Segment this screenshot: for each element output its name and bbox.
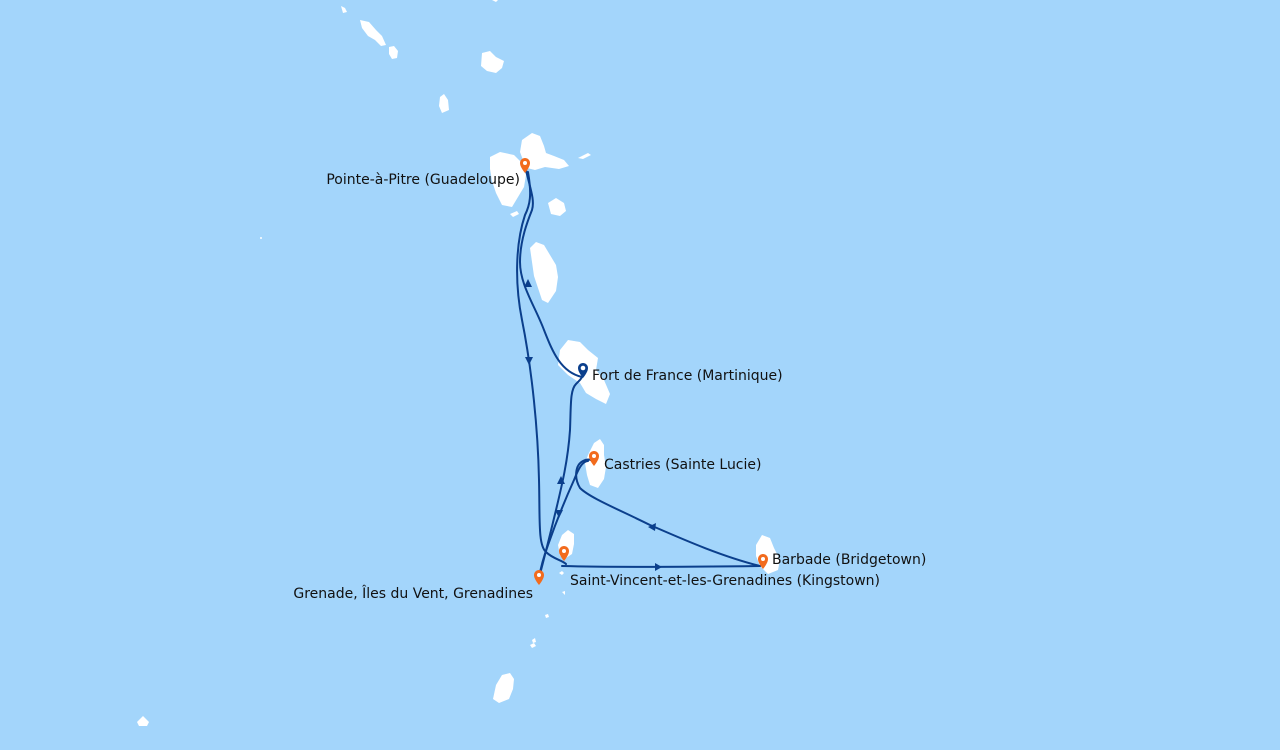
cruise-routes: [516, 169, 761, 579]
route-arrow-6: [555, 510, 563, 518]
island-dominica: [530, 242, 558, 303]
island-dot-west: [260, 237, 262, 239]
island-carriacou: [530, 643, 536, 648]
orange-pin-icon[interactable]: [758, 554, 768, 569]
route-leg-martinique-to-guadeloupe: [519, 169, 583, 378]
island-montserrat-north: [481, 51, 504, 73]
port-labels: Pointe-à-Pitre (Guadeloupe) Fort de Fran…: [293, 172, 926, 602]
port-label-pointe-a-pitre: Pointe-à-Pitre (Guadeloupe): [326, 172, 520, 188]
island-saint-kitts: [360, 20, 386, 46]
island-far-southwest: [137, 716, 149, 726]
island-les-saintes: [510, 211, 519, 217]
island-desirade: [578, 153, 591, 159]
route-arrow-4: [648, 523, 656, 531]
route-arrow-2: [525, 357, 533, 365]
island-grenada: [493, 673, 514, 703]
route-leg-stvincent-to-barbados: [561, 565, 761, 568]
island-grenadines-1: [559, 571, 564, 575]
port-label-grenada: Grenade, Îles du Vent, Grenadines: [293, 584, 533, 602]
island-nevis: [389, 46, 398, 59]
blue-pin-icon[interactable]: [578, 363, 588, 378]
islands: [137, 0, 780, 726]
island-guadeloupe-grande-terre: [520, 133, 569, 170]
route-leg-barbados-to-castries: [575, 458, 761, 567]
orange-pin-icon[interactable]: [589, 451, 599, 466]
island-grenadines-2: [562, 591, 565, 595]
port-markers: [520, 158, 768, 585]
route-leg-grenada-to-martinique: [538, 374, 584, 579]
orange-pin-icon[interactable]: [534, 570, 544, 585]
route-arrow-1: [524, 279, 532, 287]
island-marie-galante: [548, 198, 566, 216]
orange-pin-icon[interactable]: [520, 158, 530, 173]
orange-pin-icon[interactable]: [559, 546, 569, 561]
island-guadeloupe-basse-terre: [490, 152, 526, 207]
route-arrow-3: [655, 563, 662, 571]
island-grenadines-3: [545, 614, 549, 618]
port-label-barbados: Barbade (Bridgetown): [772, 552, 926, 568]
port-label-castries: Castries (Sainte Lucie): [604, 457, 761, 473]
island-small-top: [341, 6, 347, 13]
island-tiny-top: [492, 0, 498, 2]
route-arrow-5: [557, 476, 565, 484]
port-label-fort-de-france: Fort de France (Martinique): [592, 368, 783, 384]
island-montserrat: [439, 94, 449, 113]
island-grenadines-4: [532, 638, 536, 643]
port-label-saint-vincent: Saint-Vincent-et-les-Grenadines (Kingsto…: [570, 573, 880, 589]
